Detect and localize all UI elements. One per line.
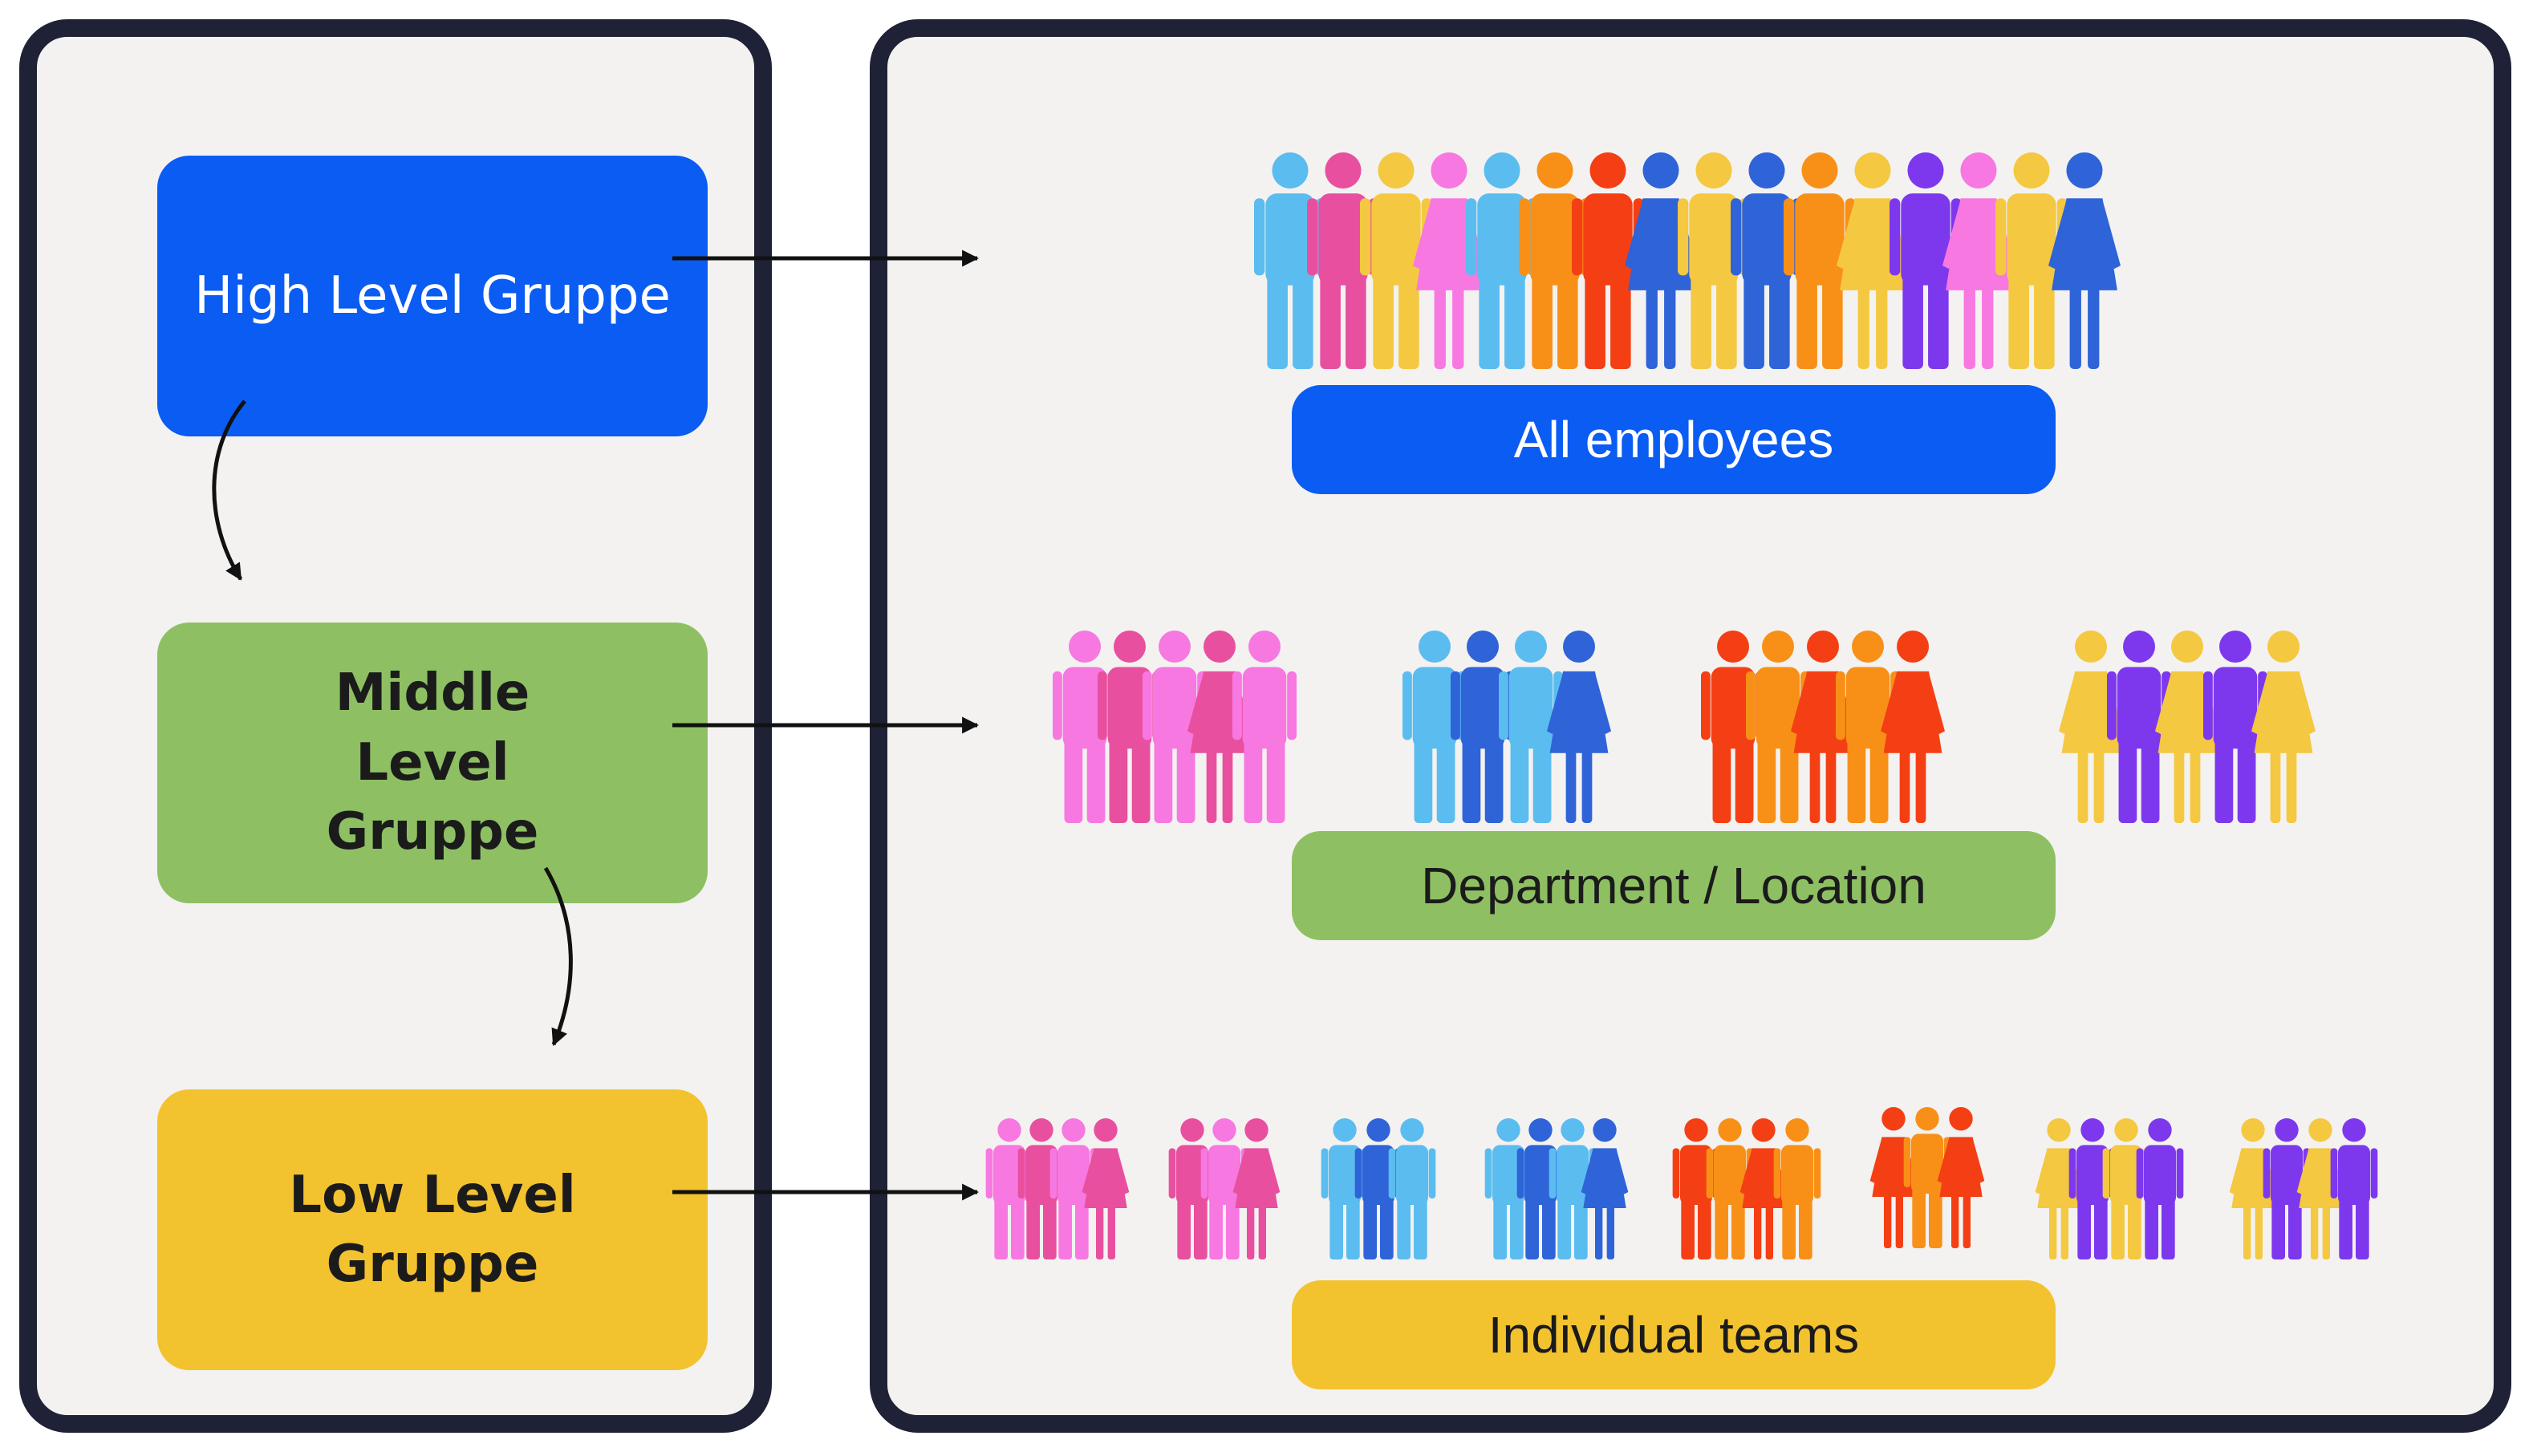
high-level-label: High Level Gruppe (194, 266, 671, 326)
high-level-box: High Level Gruppe (157, 156, 708, 436)
all-employees-pill: All employees (1292, 385, 2056, 494)
right-panel (870, 19, 2511, 1433)
middle-level-label: Middle Level Gruppe (326, 663, 539, 862)
department-location-label: Department / Location (1421, 857, 1926, 915)
department-location-pill: Department / Location (1292, 831, 2056, 940)
low-level-label: Low Level Gruppe (289, 1165, 576, 1294)
individual-teams-pill: Individual teams (1292, 1280, 2056, 1389)
individual-teams-label: Individual teams (1488, 1306, 1860, 1364)
left-panel: High Level Gruppe Middle Level Gruppe Lo… (19, 19, 772, 1433)
low-level-box: Low Level Gruppe (157, 1089, 708, 1370)
middle-level-box: Middle Level Gruppe (157, 623, 708, 903)
all-employees-label: All employees (1513, 411, 1834, 468)
